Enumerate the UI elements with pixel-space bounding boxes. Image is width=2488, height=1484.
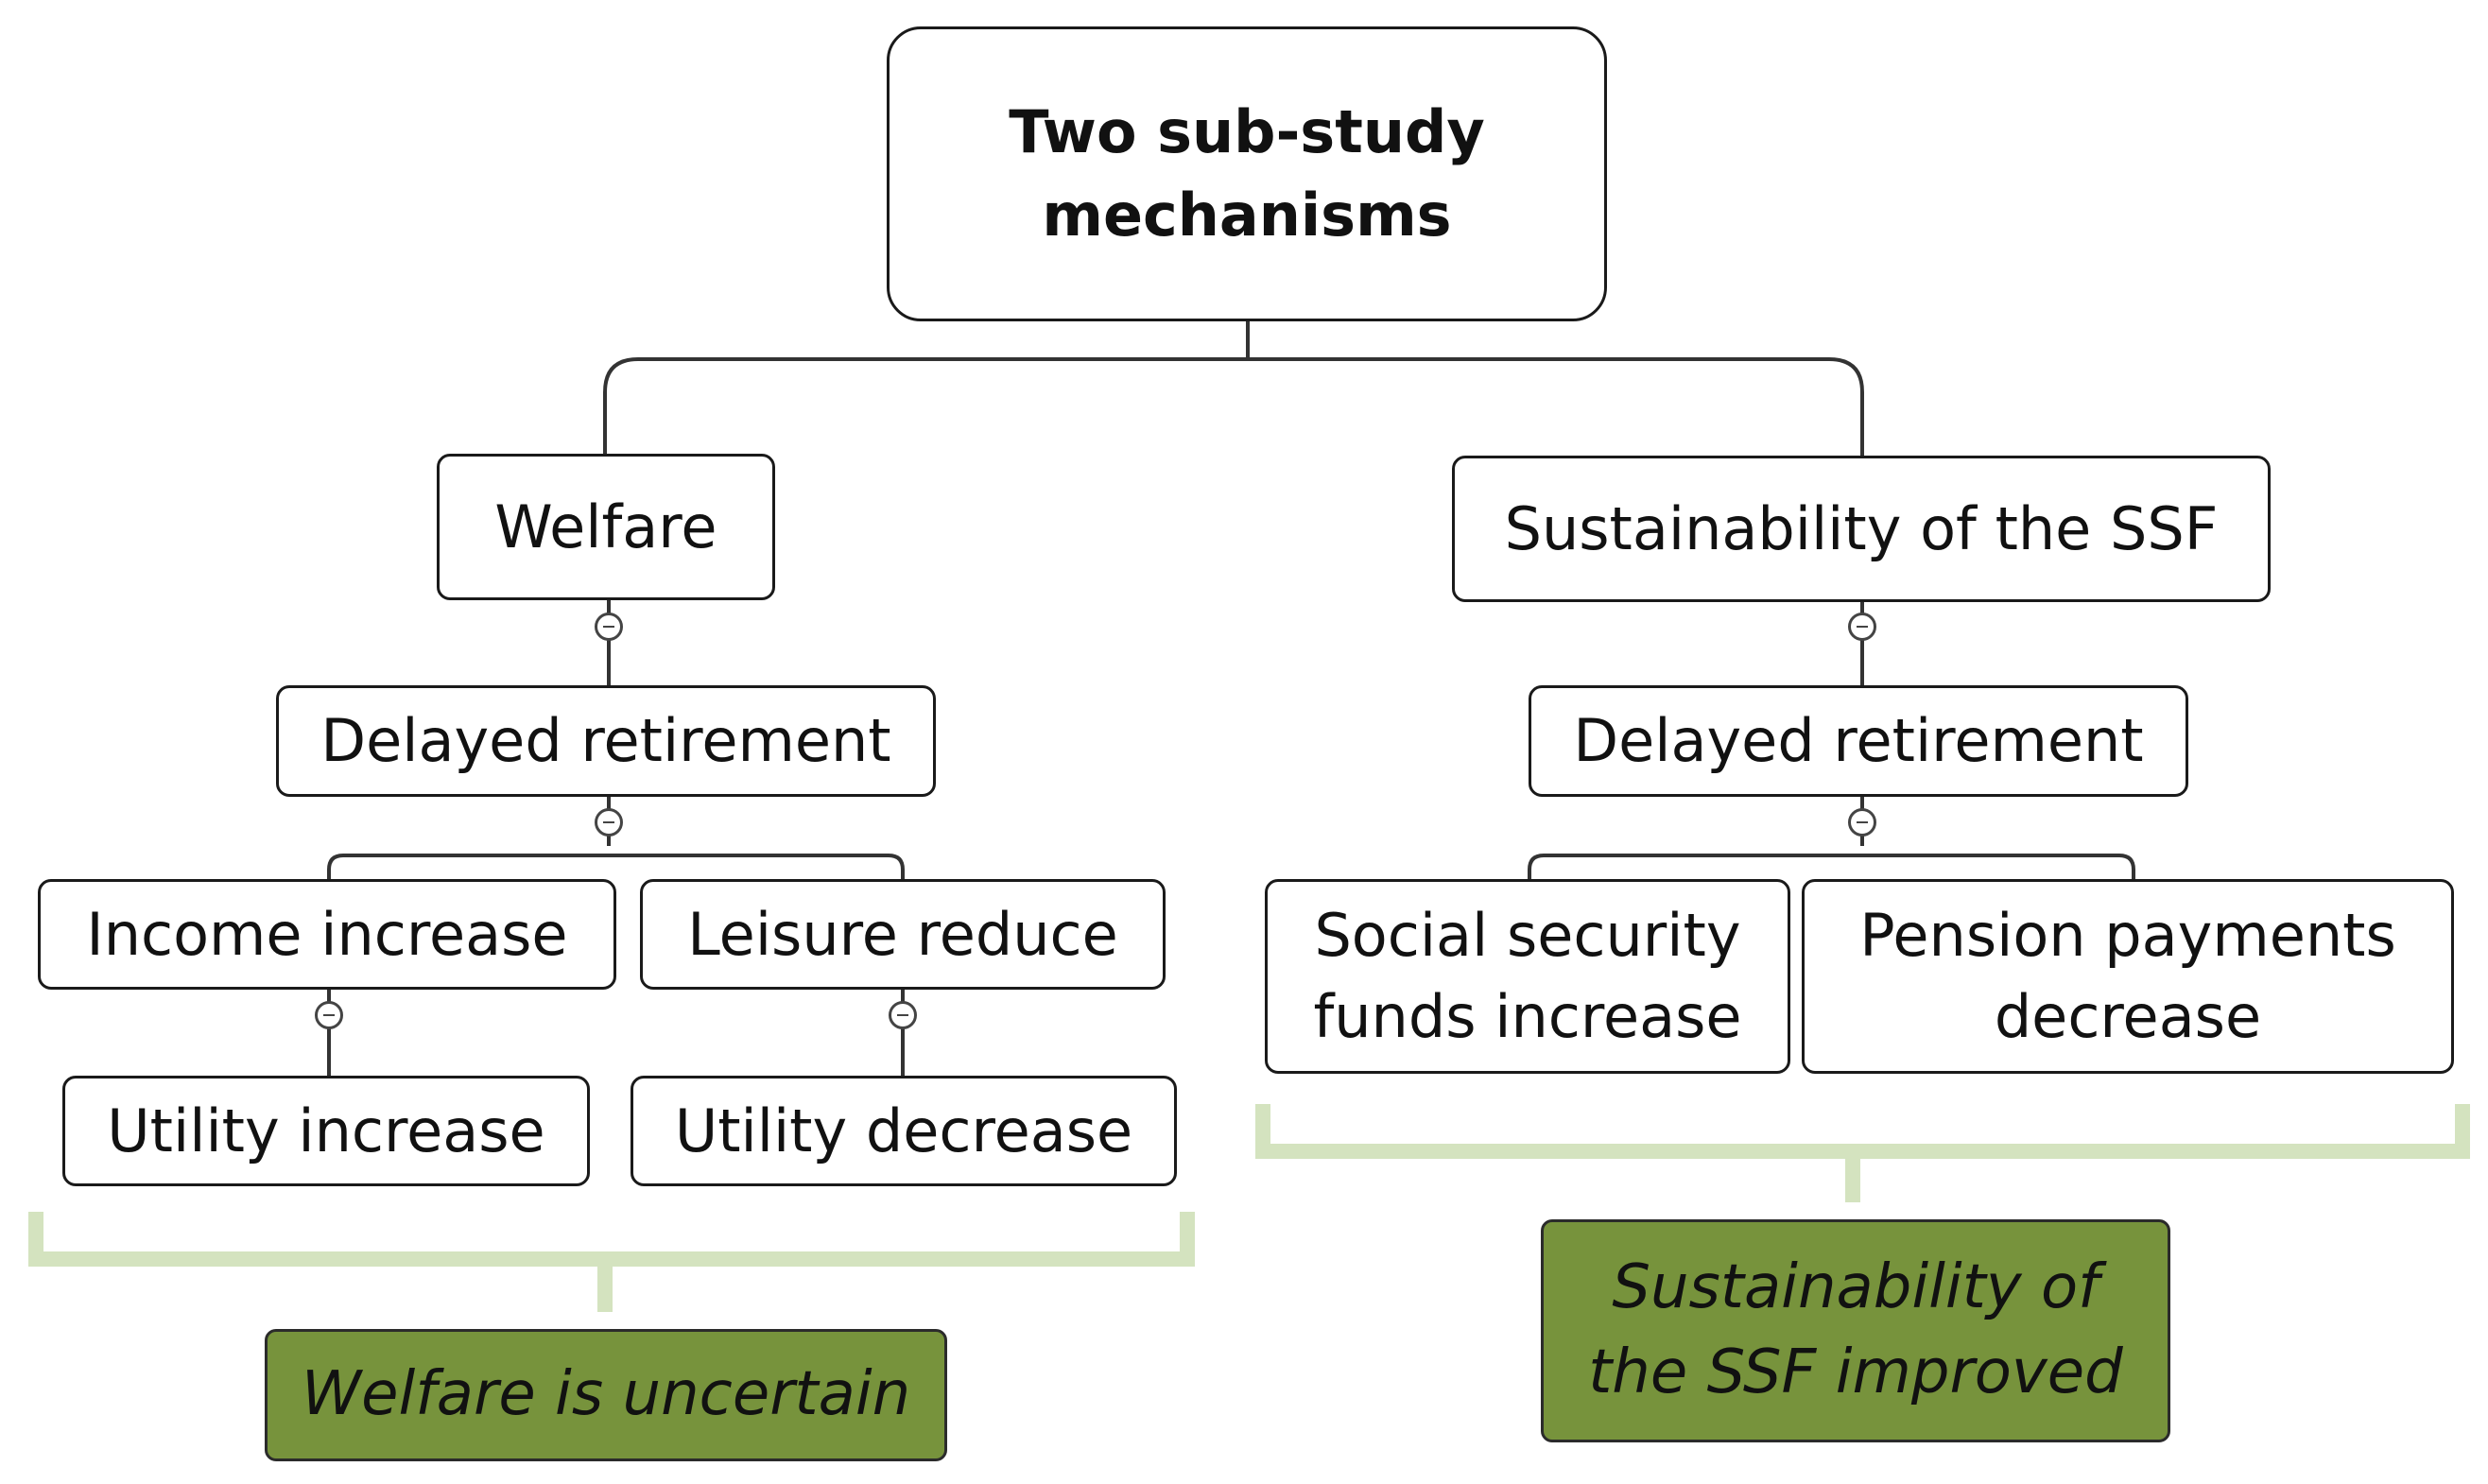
leisure-reduce-node[interactable]: Leisure reduce (640, 879, 1166, 990)
ssf-delayed-collapse-icon[interactable] (1848, 808, 1876, 837)
ssf-split-bar (1528, 854, 2135, 879)
ssf-conclusion-node[interactable]: Sustainability of the SSF improved (1541, 1219, 2170, 1442)
welfare-split-bar (327, 854, 905, 879)
social-security-funds-node[interactable]: Social security funds increase (1265, 879, 1790, 1074)
pension-payments-node[interactable]: Pension payments decrease (1802, 879, 2454, 1074)
ssf-collapse-icon[interactable] (1848, 613, 1876, 641)
welfare-node[interactable]: Welfare (437, 454, 775, 600)
root-node[interactable]: Two sub-study mechanisms (887, 26, 1607, 321)
welfare-delayed-collapse-icon[interactable] (595, 808, 623, 837)
ssf-delayed-retirement-node[interactable]: Delayed retirement (1529, 685, 2188, 797)
welfare-conclusion-node[interactable]: Welfare is uncertain (265, 1329, 947, 1461)
ssf-bracket (1255, 1104, 2470, 1159)
income-collapse-icon[interactable] (315, 1001, 343, 1029)
utility-increase-node[interactable]: Utility increase (62, 1076, 590, 1186)
welfare-bracket (28, 1212, 1195, 1267)
welfare-delayed-retirement-node[interactable]: Delayed retirement (276, 685, 936, 797)
ssf-node[interactable]: Sustainability of the SSF (1452, 456, 2271, 602)
utility-decrease-node[interactable]: Utility decrease (631, 1076, 1177, 1186)
income-increase-node[interactable]: Income increase (38, 879, 616, 990)
leisure-collapse-icon[interactable] (889, 1001, 917, 1029)
root-branch-bar (603, 357, 1864, 463)
welfare-collapse-icon[interactable] (595, 613, 623, 641)
